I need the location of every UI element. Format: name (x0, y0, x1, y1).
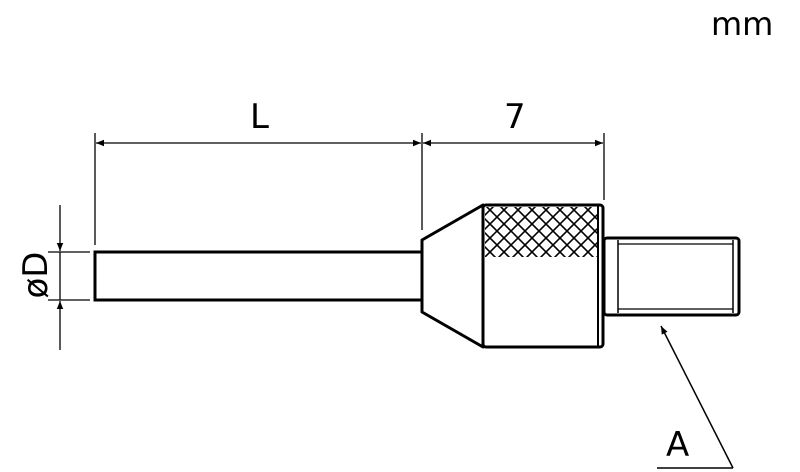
probe-tip-rod (93, 250, 424, 302)
callout-leader (660, 325, 734, 469)
dimension-label-L: L (250, 97, 269, 137)
callout-label-A: A (666, 425, 690, 465)
dimension-label-diameter: øD (16, 251, 56, 299)
thread-shank (602, 236, 741, 317)
probe-cone (420, 203, 485, 349)
dimension-label-7: 7 (504, 97, 526, 137)
knurl-pattern (485, 207, 598, 257)
units-label: mm (711, 5, 774, 43)
